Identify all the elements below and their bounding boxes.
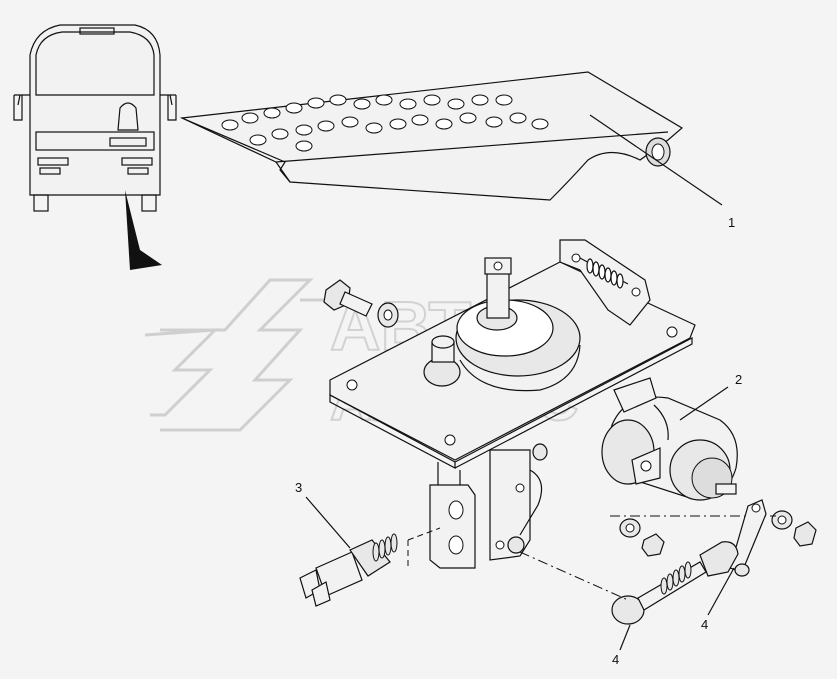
leader-4a [707,567,735,616]
mounting-plate [329,239,696,569]
pedal-plate [179,71,684,201]
callout-1: 1 [728,215,736,230]
center-line-ball [519,551,629,601]
center-line-switch [407,527,441,541]
view-arrow [125,190,162,270]
leader-1 [589,114,723,206]
callout-2: 2 [735,372,743,387]
lever-arm [729,499,767,577]
switch-sensor [299,533,398,607]
callout-4a: 4 [701,617,709,632]
leader-2 [679,386,729,421]
bolt-and-washer [323,279,399,328]
ball-joint-rod [611,541,739,625]
leader-3 [305,496,351,549]
actuator-motor [601,377,738,501]
callout-3: 3 [295,480,303,495]
callout-4b: 4 [612,652,620,667]
washer-nut-set-right [771,510,817,547]
washer-nut-set-left [619,518,665,557]
leader-4b [619,624,631,651]
bus-front-view [13,24,177,270]
